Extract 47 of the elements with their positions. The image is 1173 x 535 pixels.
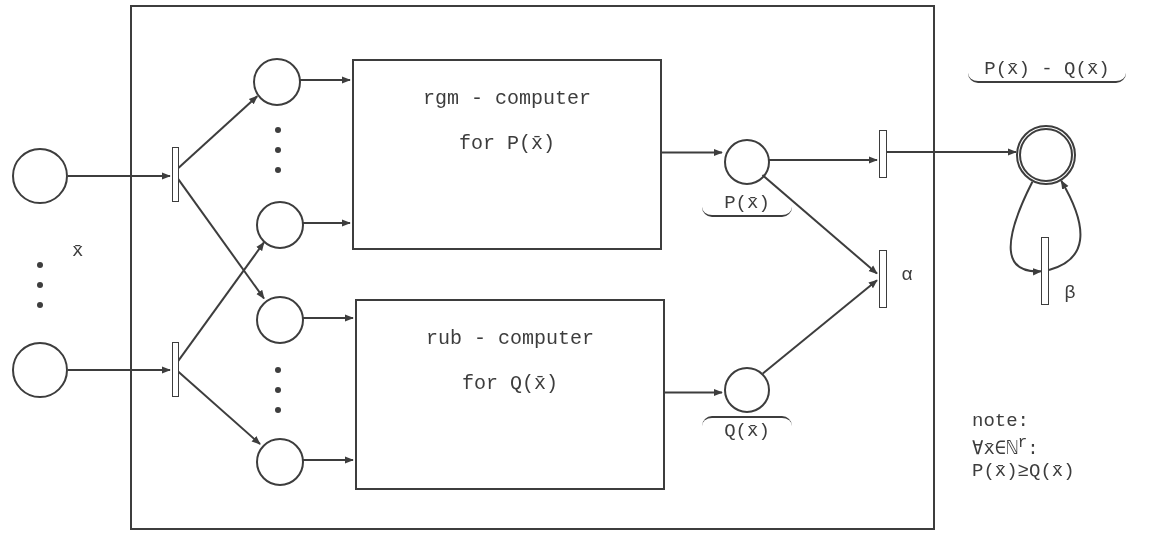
arrow [176,176,265,300]
arrow [1048,179,1082,271]
transition-bar [172,342,179,397]
node-caption: Q(x̄) [702,416,792,442]
transition-bar [172,147,179,202]
note-text: note: [972,410,1029,432]
arrow [176,95,259,171]
frame-box [130,5,935,530]
arrow [884,148,1017,156]
place-circle [724,367,770,413]
node-caption: α [900,264,914,286]
double-circle [1016,125,1076,185]
place-circle [253,58,301,106]
arrow [298,76,351,84]
arrow [767,156,878,164]
box-text: rgm - computer [423,87,591,110]
arrow [659,148,723,157]
arrow [301,456,354,464]
box-text: for P(x̄) [459,132,555,155]
arrow [67,172,171,180]
arrow [761,279,878,375]
place-circle [724,139,770,185]
place-circle [12,342,68,398]
place-circle [12,148,68,204]
place-circle [256,438,304,486]
box-text: rub - computer [426,327,594,350]
note-text: P(x̄)≥Q(x̄) [972,460,1075,482]
transition-bar [879,250,887,308]
place-circle [256,296,304,344]
process-box [355,299,665,490]
arrow [176,369,262,446]
transition-bar [1041,237,1049,305]
note-text: x̄ [72,240,84,262]
arrow [1009,180,1042,275]
arrow [301,314,354,322]
node-caption: P(x̄) [702,192,792,217]
place-circle [256,201,304,249]
arrow [176,241,265,364]
arrow [67,366,171,374]
process-box [352,59,662,250]
arrow [301,219,351,227]
note-text: ∀x̄∈ℕ$^{r}$: [972,434,1039,461]
box-text: for Q(x̄) [462,372,558,395]
arrow [662,388,723,397]
node-caption: P(x̄) - Q(x̄) [968,58,1126,83]
transition-bar [879,130,887,178]
node-caption: β [1063,282,1077,304]
